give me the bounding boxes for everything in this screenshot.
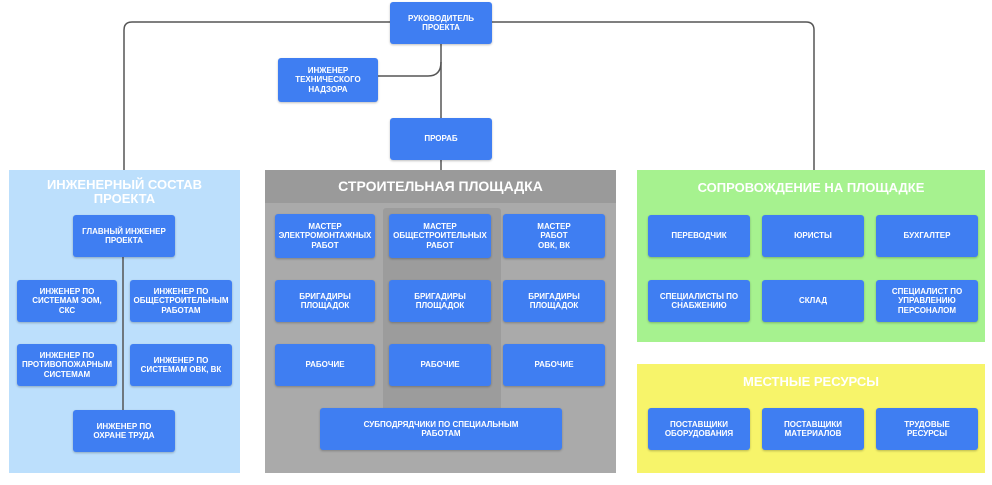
- technical-supervision-engineer-box[interactable]: ИНЖЕНЕР ТЕХНИЧЕСКОГО НАДЗОРА: [278, 58, 378, 102]
- eom-engineer-box[interactable]: ИНЖЕНЕР ПО СИСТЕМАМ ЭОМ, СКС: [17, 280, 117, 322]
- connector-supervision: [378, 61, 442, 77]
- translator-box[interactable]: ПЕРЕВОДЧИК: [648, 215, 750, 257]
- engineering-panel-title: ИНЖЕНЕРНЫЙ СОСТАВ ПРОЕКТА: [46, 177, 203, 207]
- hvac-engineer-box[interactable]: ИНЖЕНЕР ПО СИСТЕМАМ ОВК, ВК: [130, 344, 232, 386]
- connector-head-left: [123, 21, 390, 170]
- fire-systems-engineer-box[interactable]: ИНЖЕНЕР ПО ПРОТИВОПОЖАРНЫМ СИСТЕМАМ: [17, 344, 117, 386]
- construction-site-title-bar: [265, 170, 616, 203]
- lawyers-box[interactable]: ЮРИСТЫ: [762, 215, 864, 257]
- brigadiers-box-2[interactable]: БРИГАДИРЫ ПЛОЩАДОК: [389, 280, 491, 322]
- master-electrical-box[interactable]: МАСТЕР ЭЛЕКТРОМОНТАЖНЫХ РАБОТ: [275, 214, 375, 258]
- foreman-box[interactable]: ПРОРАБ: [390, 118, 492, 160]
- procurement-specialists-box[interactable]: СПЕЦИАЛИСТЫ ПО СНАБЖЕНИЮ: [648, 280, 750, 322]
- workers-box-2[interactable]: РАБОЧИЕ: [389, 344, 491, 386]
- workers-box-1[interactable]: РАБОЧИЕ: [275, 344, 375, 386]
- workers-box-3[interactable]: РАБОЧИЕ: [503, 344, 605, 386]
- labor-resources-box[interactable]: ТРУДОВЫЕ РЕСУРСЫ: [876, 408, 978, 450]
- master-general-construction-box[interactable]: МАСТЕР ОБЩЕСТРОИТЕЛЬНЫХ РАБОТ: [389, 214, 491, 258]
- brigadiers-box-3[interactable]: БРИГАДИРЫ ПЛОЩАДОК: [503, 280, 605, 322]
- construction-site-title: СТРОИТЕЛЬНАЯ ПЛОЩАДКА: [338, 178, 543, 194]
- support-panel-title: СОПРОВОЖДЕНИЕ НА ПЛОЩАДКЕ: [697, 180, 925, 195]
- equipment-suppliers-box[interactable]: ПОСТАВЩИКИ ОБОРУДОВАНИЯ: [648, 408, 750, 450]
- accountant-box[interactable]: БУХГАЛТЕР: [876, 215, 978, 257]
- master-hvac-box[interactable]: МАСТЕР РАБОТ ОВК, ВК: [503, 214, 605, 258]
- project-manager-box[interactable]: РУКОВОДИТЕЛЬ ПРОЕКТА: [390, 2, 492, 44]
- chief-engineer-box[interactable]: ГЛАВНЫЙ ИНЖЕНЕР ПРОЕКТА: [73, 215, 175, 257]
- subcontractors-box[interactable]: СУБПОДРЯДЧИКИ ПО СПЕЦИАЛЬНЫМ РАБОТАМ: [320, 408, 562, 450]
- safety-engineer-box[interactable]: ИНЖЕНЕР ПО ОХРАНЕ ТРУДА: [73, 410, 175, 452]
- brigadiers-box-1[interactable]: БРИГАДИРЫ ПЛОЩАДОК: [275, 280, 375, 322]
- warehouse-box[interactable]: СКЛАД: [762, 280, 864, 322]
- material-suppliers-box[interactable]: ПОСТАВЩИКИ МАТЕРИАЛОВ: [762, 408, 864, 450]
- connector-head-right: [492, 21, 815, 170]
- general-construction-engineer-box[interactable]: ИНЖЕНЕР ПО ОБЩЕСТРОИТЕЛЬНЫМ РАБОТАМ: [130, 280, 232, 322]
- local-resources-panel-title: МЕСТНЫЕ РЕСУРСЫ: [742, 374, 879, 389]
- hr-specialist-box[interactable]: СПЕЦИАЛИСТ ПО УПРАВЛЕНИЮ ПЕРСОНАЛОМ: [876, 280, 978, 322]
